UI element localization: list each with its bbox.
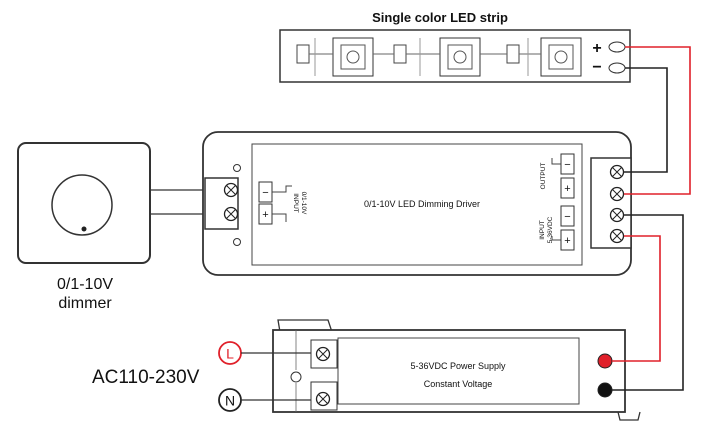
mount-hole-top (233, 164, 241, 172)
input-sub-label: 0/1-10V (300, 192, 307, 215)
input-minus-sign: − (262, 187, 268, 199)
output-screw-1 (609, 164, 625, 180)
dimmer-wires (150, 189, 205, 215)
psu-negative-output (597, 382, 613, 398)
psu-label-line2: Constant Voltage (424, 379, 493, 389)
power-screw-1 (609, 207, 625, 223)
supply-negative-wire (612, 214, 684, 391)
control-terminal-block (204, 177, 239, 230)
power-supply: 5-36VDC Power Supply Constant Voltage (272, 319, 641, 421)
psu-top-tab (277, 319, 333, 333)
mains-voltage-label: AC110-230V (92, 367, 200, 388)
input-bracket (272, 185, 292, 222)
psu-label-line1: 5-36VDC Power Supply (410, 361, 506, 371)
power-input-plus-sign: + (564, 235, 570, 247)
output-label: OUTPUT (540, 163, 547, 190)
strip-body (279, 29, 631, 83)
power-input-label: INPUT (539, 220, 546, 240)
psu-ground-screw (290, 371, 302, 383)
control-screw-2 (223, 206, 239, 222)
dimming-driver: − + INPUT 0/1-10V 0/1-10V LED Dimming Dr… (202, 131, 632, 276)
driver-label-panel (251, 143, 583, 266)
output-plus-sign: + (564, 183, 570, 195)
strip-positive-wire (624, 46, 691, 195)
dimmer-knob-dot (81, 226, 87, 232)
psu-label-panel (337, 337, 580, 405)
output-screw-2 (609, 186, 625, 202)
power-screw-2 (609, 228, 625, 244)
mount-hole-bottom (233, 238, 241, 246)
dimmer-label-line1: 0/1-10V (56, 276, 114, 293)
led-chip-1 (332, 37, 374, 77)
control-screw-1 (223, 182, 239, 198)
led-chip-3 (540, 37, 582, 77)
psu-screw-n (315, 391, 331, 407)
driver-right-markers (560, 153, 575, 251)
strip-title: Single color LED strip (372, 10, 508, 25)
dimmer (17, 142, 151, 264)
power-input-sub-label: 5-36VDC (547, 216, 554, 243)
neutral-label: N (225, 393, 235, 409)
psu-bottom-tab (617, 411, 641, 421)
dimmer-label-line2: dimmer (58, 295, 112, 312)
live-label: L (226, 346, 234, 362)
driver-title: 0/1-10V LED Dimming Driver (364, 199, 480, 209)
strip-negative-wire (624, 67, 668, 173)
psu-screw-l (315, 346, 331, 362)
output-bracket (551, 158, 561, 241)
strip-minus-sign: − (592, 59, 601, 76)
strip-plus-sign: + (592, 40, 601, 57)
led-strip: Single color LED strip + − (279, 10, 631, 83)
input-plus-sign: + (262, 209, 268, 221)
dimmer-knob (51, 174, 113, 236)
psu-positive-output (597, 353, 613, 369)
input-label: INPUT (292, 193, 299, 213)
strip-positive-pad (608, 41, 626, 53)
mains-input: L N (218, 341, 311, 412)
strip-negative-pad (608, 62, 626, 74)
led-chip-2 (439, 37, 481, 77)
output-minus-sign: − (564, 159, 570, 171)
power-input-minus-sign: − (564, 211, 570, 223)
supply-positive-wire (612, 235, 661, 362)
dimmer-label: 0/1-10V dimmer (30, 275, 140, 313)
